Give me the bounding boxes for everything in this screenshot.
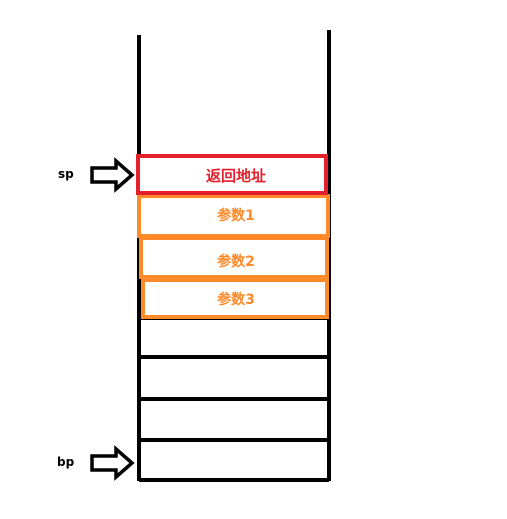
return-address-box xyxy=(136,154,328,195)
empty-slots xyxy=(139,316,329,482)
param-label-3: 参数3 xyxy=(217,291,255,308)
right-arrow-icon xyxy=(90,157,135,193)
sp-label: sp xyxy=(58,167,74,181)
param-boxes xyxy=(137,194,330,319)
param-box-2 xyxy=(139,236,329,279)
param-label-1: 参数1 xyxy=(217,207,255,224)
right-arrow-icon xyxy=(90,445,135,481)
return-address-label: 返回地址 xyxy=(206,167,266,185)
bp-label: bp xyxy=(57,455,75,469)
param-box-3 xyxy=(141,278,329,319)
param-label-2: 参数2 xyxy=(217,253,255,270)
